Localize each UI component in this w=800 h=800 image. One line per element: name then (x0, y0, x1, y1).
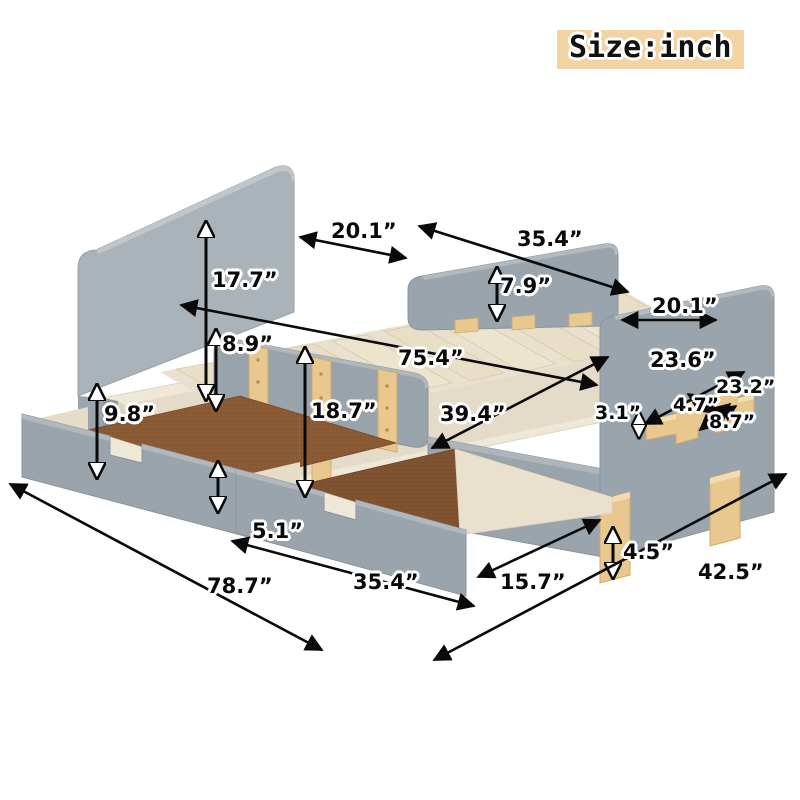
dimline-far-guardrail-length (417, 222, 630, 296)
dimline-slat-deck-width (430, 355, 610, 450)
bed-assembly (21, 165, 775, 597)
size-unit-badge-label: Size:inch (567, 30, 734, 65)
dimline-overall-length (8, 482, 324, 652)
dimension-lines (8, 222, 788, 662)
size-unit-badge: Size:inch (557, 30, 744, 69)
dimline-overall-width (432, 472, 788, 662)
dimline-footboard-notch-span (701, 404, 738, 430)
dimline-headboard-to-rail-gap (298, 231, 408, 264)
dimline-footboard-notch-width (686, 392, 720, 415)
far-guardrail (407, 243, 619, 334)
